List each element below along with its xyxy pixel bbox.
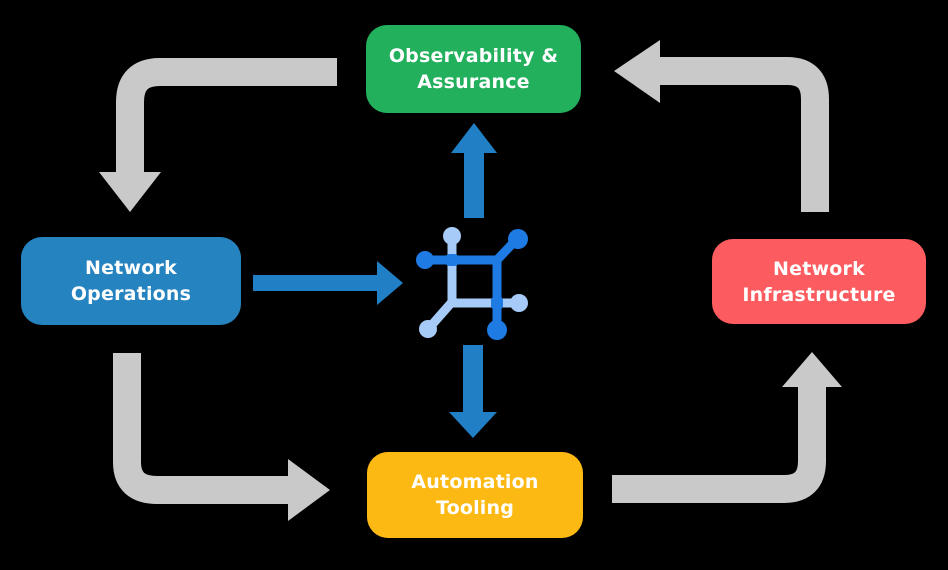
node-label-line: Network bbox=[773, 257, 865, 280]
cycle-arrow-automation-to-infrastructure bbox=[612, 352, 842, 503]
node-label-line: Assurance bbox=[417, 71, 530, 93]
node-label-line: Tooling bbox=[435, 497, 515, 519]
node-label-line: Observability & bbox=[388, 45, 559, 67]
node-label-line: Automation bbox=[411, 471, 539, 493]
cycle-arrow-observability-to-operations bbox=[99, 58, 337, 212]
node-label-line: Network bbox=[85, 257, 177, 279]
node-network-operations: Network Operations bbox=[21, 237, 241, 325]
flow-arrow-platform-to-automation bbox=[449, 345, 497, 438]
network-mesh-icon bbox=[416, 227, 528, 340]
node-label-line: Infrastructure bbox=[742, 283, 896, 306]
node-automation-tooling: Automation Tooling bbox=[367, 452, 583, 538]
cycle-arrow-operations-to-automation bbox=[113, 353, 330, 521]
node-network-infrastructure: Network Infrastructure bbox=[712, 239, 926, 324]
cycle-arrow-infrastructure-to-observability bbox=[614, 40, 829, 212]
flow-arrow-platform-to-observability bbox=[451, 123, 497, 218]
flow-arrow-operations-to-platform bbox=[253, 261, 403, 305]
node-label-line: Operations bbox=[70, 283, 192, 305]
node-observability-assurance: Observability & Assurance bbox=[366, 25, 581, 113]
